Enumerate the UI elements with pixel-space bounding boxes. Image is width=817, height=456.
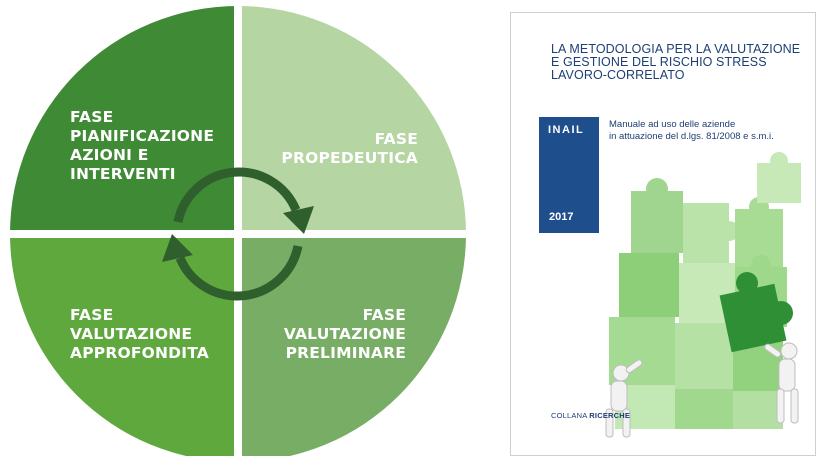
quadrant-label-bottom-left: FASE VALUTAZIONE APPROFONDITA [70,306,209,362]
brand-block: INAIL 2017 [539,117,599,233]
series-label: COLLANA RICERCHE [551,411,631,420]
puzzle-pieces-icon [609,152,801,429]
inail-logo: INAIL [548,124,585,136]
book-cover: LA METODOLOGIA PER LA VALUTAZIONE E GEST… [510,12,816,456]
cover-subtitle: Manuale ad uso delle aziende in attuazio… [609,119,774,142]
quadrant-top-right [242,6,466,230]
cycle-arrows-icon [173,167,303,301]
puzzle-illustration [605,152,801,438]
cycle-diagram [10,6,466,456]
figure-left-icon [605,359,643,438]
figure-right-icon [764,342,799,424]
quadrant-label-bottom-right: FASE VALUTAZIONE PRELIMINARE [283,306,406,362]
quadrant-label-top-left: FASE PIANIFICAZIONE AZIONI E INTERVENTI [70,108,215,183]
arrow-head-left-icon [162,234,193,262]
publication-year: 2017 [549,211,574,223]
arrow-head-right-icon [283,206,314,234]
quadrant-label-top-right: FASE PROPEDEUTICA [281,130,418,167]
cover-title: LA METODOLOGIA PER LA VALUTAZIONE E GEST… [551,42,801,82]
